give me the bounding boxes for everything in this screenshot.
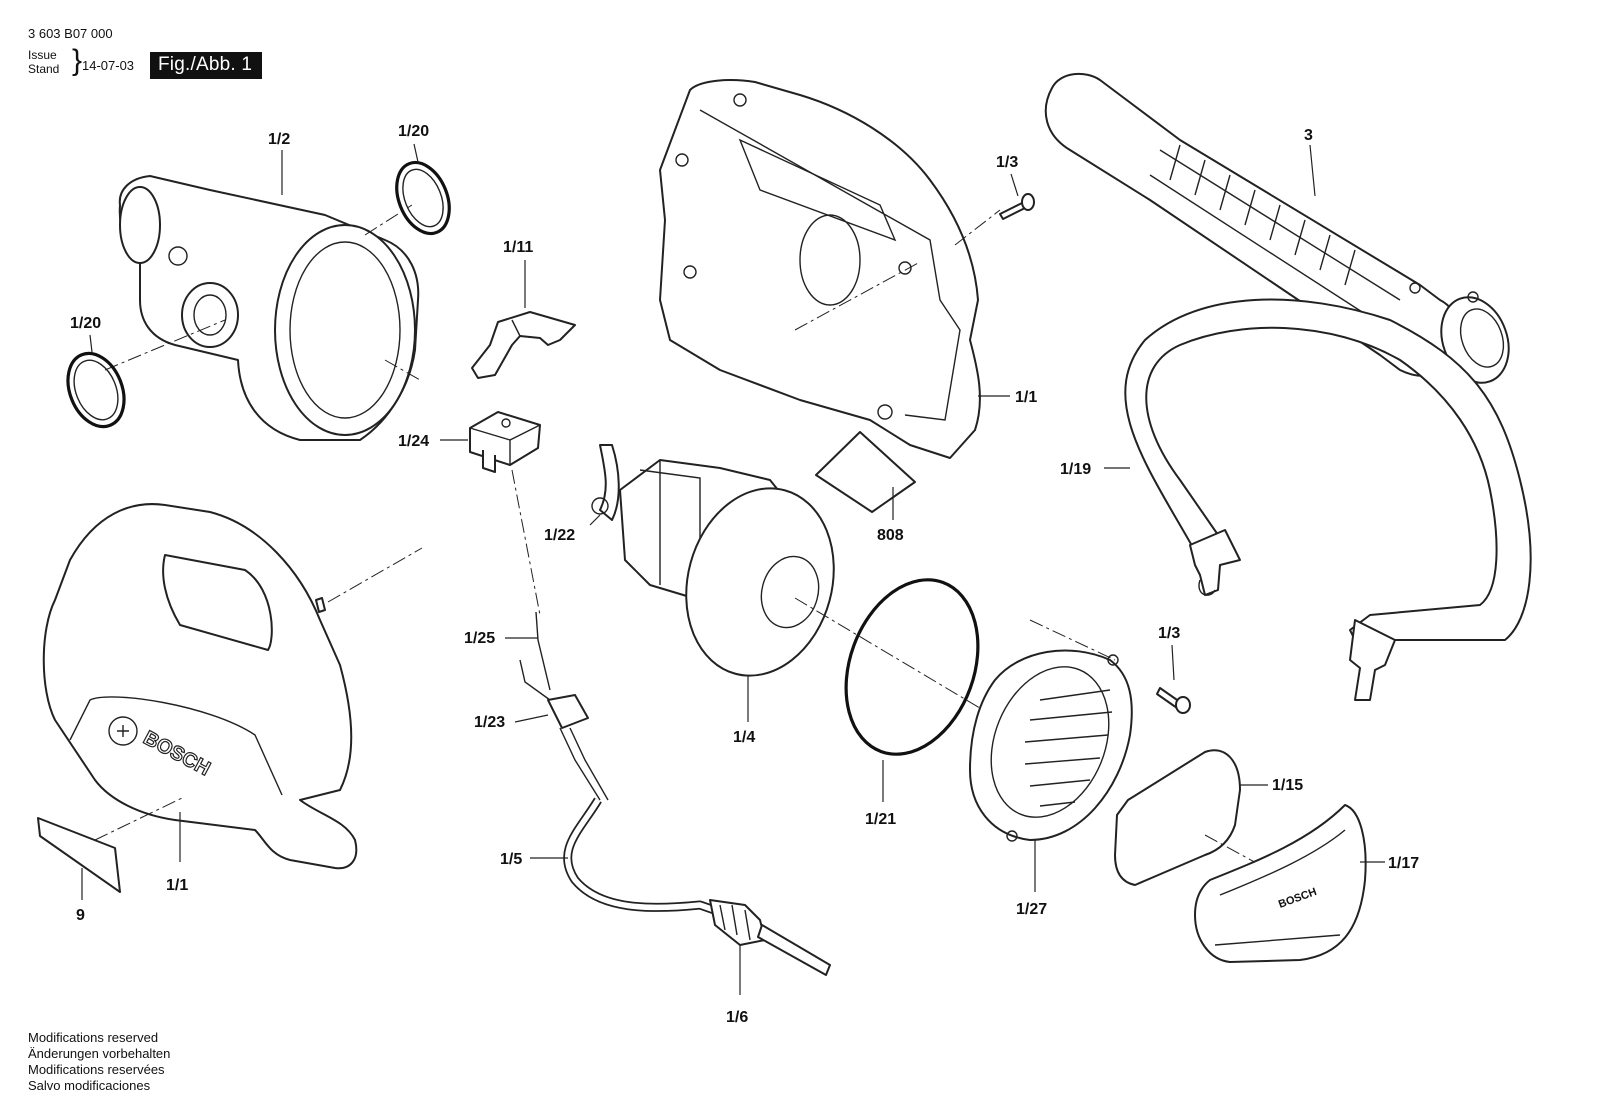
part-housing-1-2 <box>118 175 420 441</box>
label-1-2: 1/2 <box>268 131 290 148</box>
leader-line <box>1309 144 1316 197</box>
axis-line <box>1029 619 1116 661</box>
stand-label: Stand <box>28 62 60 76</box>
part-label-808 <box>815 431 916 513</box>
o-ring-1-20-left-inner <box>73 359 119 421</box>
label-1-19: 1/19 <box>1060 461 1091 478</box>
axis-line <box>327 547 423 603</box>
footer-disclaimer: Modifications reserved Änderungen vorbeh… <box>28 1030 170 1094</box>
axis-line <box>511 469 541 616</box>
axis-line <box>364 204 413 236</box>
label-1-1-left: 1/1 <box>166 877 188 894</box>
axis-line <box>384 359 421 381</box>
part-grille-1-27 <box>969 649 1133 842</box>
o-ring-1-21 <box>844 578 980 756</box>
label-1-5: 1/5 <box>500 851 522 868</box>
label-1-11: 1/11 <box>503 239 533 256</box>
label-1-25: 1/25 <box>464 630 495 647</box>
part-screw-1-3-top <box>999 193 1035 220</box>
label-1-17: 1/17 <box>1388 855 1419 872</box>
label-1-20-left: 1/20 <box>70 315 101 332</box>
leader-line <box>1010 173 1019 197</box>
label-1-20-top: 1/20 <box>398 123 429 140</box>
figure-title: Fig./Abb. 1 <box>150 52 263 79</box>
leader-line <box>589 514 601 526</box>
label-1-6: 1/6 <box>726 1009 748 1026</box>
label-1-24: 1/24 <box>398 433 429 450</box>
part-cable-assembly <box>519 611 831 976</box>
part-switch-1-24 <box>469 411 541 473</box>
issue-stand-labels: Issue Stand <box>28 48 59 76</box>
label-1-21: 1/21 <box>865 811 896 828</box>
label-1-22: 1/22 <box>544 527 575 544</box>
issue-date: 14-07-03 <box>82 58 135 73</box>
label-1-15: 1/15 <box>1272 777 1303 794</box>
axis-line <box>1204 834 1261 866</box>
part-cover-1-17 <box>1194 804 1367 963</box>
leader-line <box>1171 644 1175 681</box>
part-pad-1-15 <box>1114 749 1241 886</box>
part-clip-1-11 <box>471 311 576 379</box>
label-1-23: 1/23 <box>474 714 505 731</box>
axis-line <box>794 597 1001 721</box>
part-hose-3 <box>1044 72 1510 384</box>
document-number: 3 603 B07 000 <box>28 26 113 41</box>
label-1-1-right: 1/1 <box>1015 389 1037 406</box>
part-motor-1-4 <box>591 444 835 677</box>
part-label-9 <box>37 817 121 893</box>
o-ring-1-20-top <box>395 160 451 236</box>
o-ring-1-20-left <box>66 351 126 429</box>
leader-line <box>89 334 93 353</box>
label-808: 808 <box>877 527 904 544</box>
label-1-27: 1/27 <box>1016 901 1047 918</box>
label-1-3-mid: 1/3 <box>1158 625 1180 642</box>
footer-line-de: Änderungen vorbehalten <box>28 1046 171 1061</box>
label-1-3-top: 1/3 <box>996 154 1018 171</box>
brace-glyph: } <box>72 44 83 77</box>
axis-line <box>94 797 183 841</box>
footer-line-en: Modifications reserved <box>28 1030 159 1045</box>
part-screw-1-3-mid <box>1156 687 1191 714</box>
label-9: 9 <box>76 907 85 924</box>
axis-line <box>794 261 921 331</box>
label-1-4: 1/4 <box>733 729 755 746</box>
part-housing-1-1-right <box>659 79 981 459</box>
axis-line <box>954 209 1001 246</box>
leader-line <box>413 143 419 163</box>
o-ring-1-20-top-inner <box>402 168 444 228</box>
axis-line <box>104 319 226 371</box>
footer-line-fr: Modifications reservées <box>28 1062 165 1077</box>
leader-line <box>514 714 549 723</box>
part-housing-1-1-left <box>42 503 358 870</box>
label-3: 3 <box>1304 127 1313 144</box>
footer-line-es: Salvo modificaciones <box>28 1078 151 1093</box>
issue-label: Issue <box>28 48 57 62</box>
part-strap-1-19 <box>1124 298 1532 701</box>
